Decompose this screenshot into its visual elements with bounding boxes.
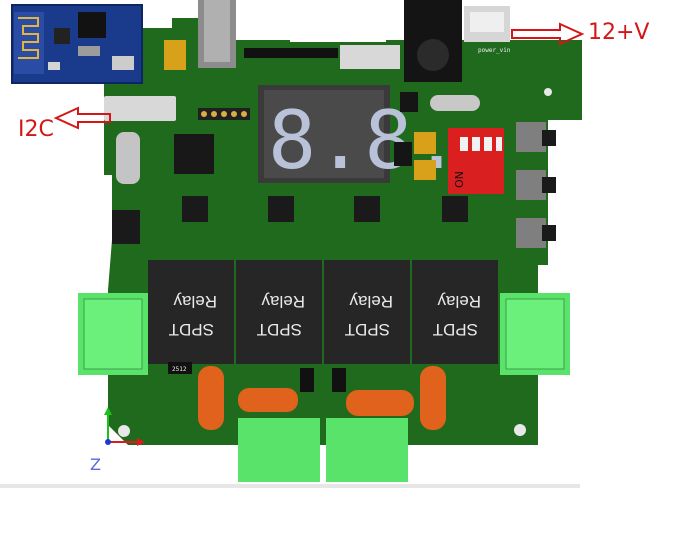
orange-capacitors <box>198 366 446 430</box>
pin-header <box>198 108 250 120</box>
relay-1-label-1: SPDT <box>169 320 214 339</box>
i2c-annotation: I2C <box>18 117 54 142</box>
relay-4-label-1: SPDT <box>433 320 478 339</box>
relay-3-label-1: SPDT <box>345 320 390 339</box>
relay-group: SPDT Relay SPDT Relay SPDT Relay SPDT Re… <box>148 260 498 364</box>
power-annotation: 12+V <box>588 20 650 45</box>
i2c-arrow-icon <box>53 106 111 130</box>
regulator-area <box>394 92 436 180</box>
axis-gizmo: Z <box>90 407 145 474</box>
annotation-arrows <box>53 22 585 130</box>
mounting-holes <box>118 88 552 437</box>
terminal-blocks <box>78 293 570 482</box>
relay-2-label-1: SPDT <box>257 320 302 339</box>
resistor-marking: 2512 <box>172 366 187 373</box>
power-arrow-icon <box>511 22 585 46</box>
shunt-resistors: 2512 <box>168 362 346 392</box>
relay-3-label-2: Relay <box>349 292 393 311</box>
top-components <box>164 40 480 111</box>
relay-2-label-2: Relay <box>261 292 305 311</box>
relay-4-label-2: Relay <box>437 292 481 311</box>
dip-switch: ON <box>448 128 504 194</box>
esp-module <box>11 4 143 84</box>
relay-1-label-2: Relay <box>173 292 217 311</box>
driver-ics <box>182 196 468 222</box>
axis-z-label: Z <box>90 455 101 474</box>
top-connectors: power_vin <box>198 0 511 82</box>
tactile-buttons <box>516 122 556 248</box>
dip-on-label: ON <box>453 171 466 188</box>
power-header-label: power_vin <box>478 47 511 54</box>
mcu-area <box>112 132 214 244</box>
